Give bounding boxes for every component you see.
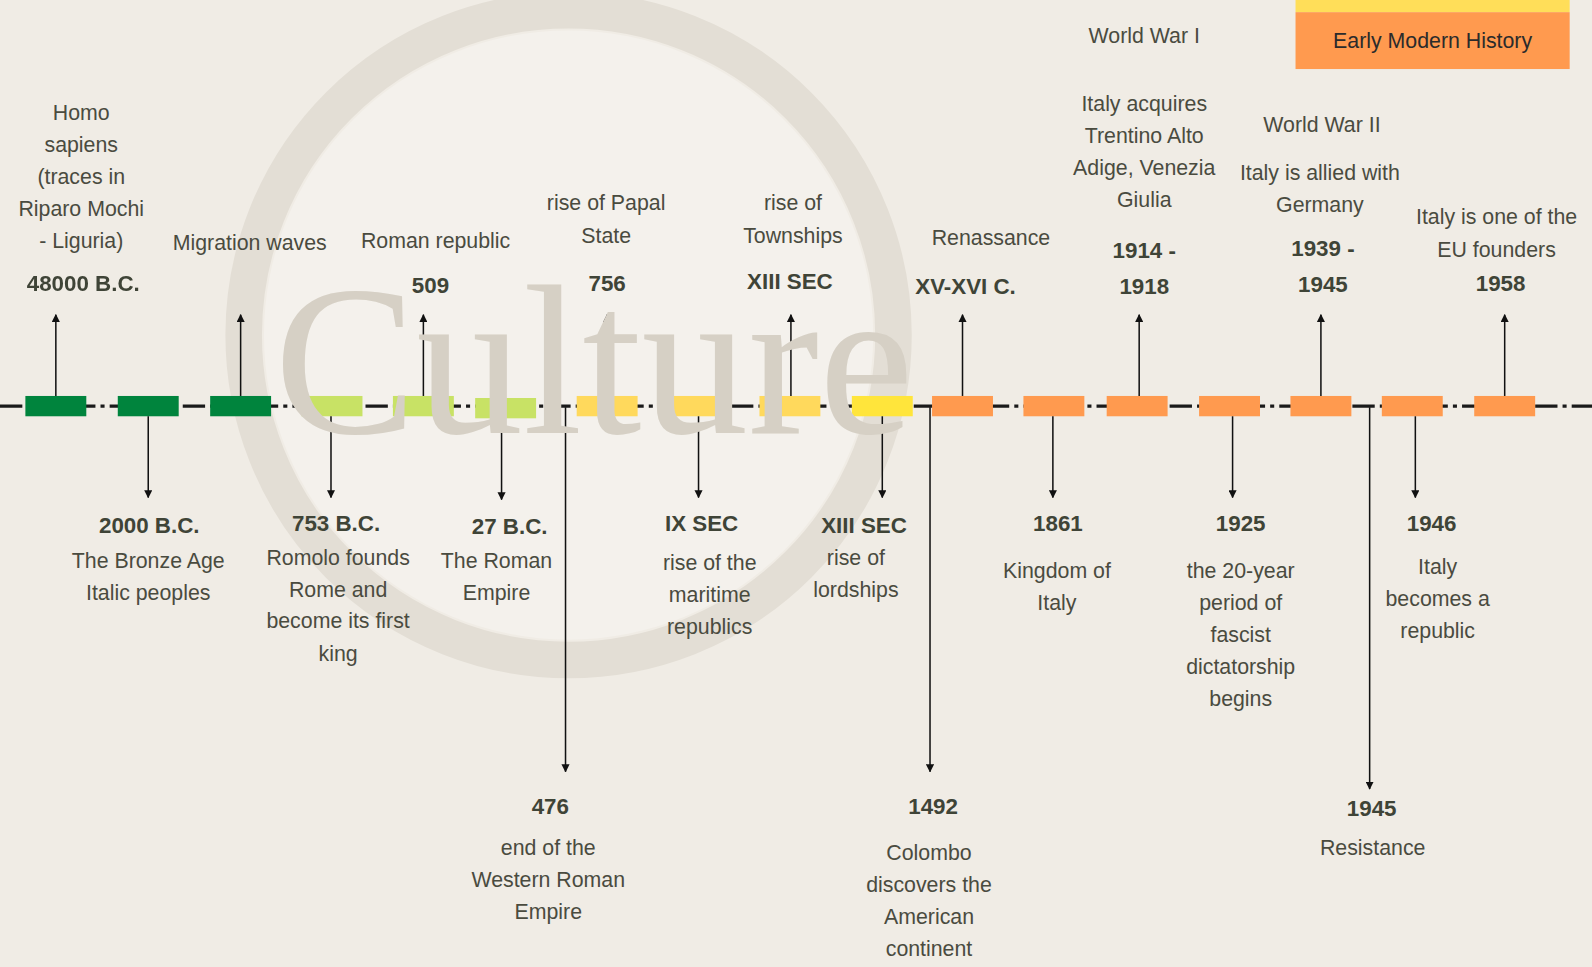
event-text: Romolo founds Rome and become its first … (257, 541, 419, 669)
event-date: 753 B.C. (275, 506, 397, 543)
header-strip (1296, 0, 1570, 12)
leader-arrow (147, 416, 149, 497)
event-text: Roman republic (349, 224, 522, 256)
event-text: The Bronze Age Italic peoples (57, 544, 240, 608)
era-segment (1199, 396, 1260, 416)
era-segment (932, 396, 993, 416)
event-date: 1492 (892, 789, 973, 826)
event-date: 48000 B.C. (0, 266, 175, 303)
event-date: 2000 B.C. (83, 508, 215, 545)
leader-arrow (1052, 416, 1054, 497)
event-text: Italy acquires Trentino Alto Adige, Vene… (1055, 87, 1233, 215)
watermark: Culture (274, 254, 914, 467)
event-text: World War I (1068, 19, 1220, 51)
long-leader-arrow (1369, 407, 1371, 789)
era-segment (25, 396, 86, 416)
event-text: Colombo discovers the American continent (853, 837, 1005, 965)
event-text: Resistance (1307, 832, 1439, 864)
era-segment (1290, 396, 1351, 416)
event-text: The Roman Empire (430, 544, 562, 608)
event-date: 27 B.C. (459, 509, 561, 546)
event-text: Italy is one of the EU founders (1413, 201, 1581, 265)
event-text: rise of Papal State (530, 187, 682, 251)
event-text: rise of lordships (805, 541, 907, 605)
event-text: Homo sapiens (traces in Riparo Mochi - L… (15, 96, 147, 256)
era-segment (210, 396, 271, 416)
event-text: rise of the maritime republics (654, 546, 766, 642)
era-segment (1382, 396, 1443, 416)
event-date: IX SEC (651, 506, 753, 543)
event-date: XV-XVI C. (900, 269, 1032, 306)
event-text: rise of Townships (727, 187, 859, 251)
leader-arrow (1504, 315, 1506, 396)
leader-arrow (1232, 416, 1234, 497)
event-text: Italy becomes a republic (1377, 550, 1499, 646)
event-date: 1861 (1017, 506, 1098, 543)
event-date: 1946 (1391, 506, 1472, 543)
era-segment (1107, 396, 1168, 416)
legend-swatch: Early Modern History (1296, 12, 1570, 69)
event-date: 476 (510, 789, 591, 826)
event-text: Kingdom of Italy (991, 554, 1123, 618)
leader-arrow (962, 315, 964, 396)
leader-arrow (1320, 315, 1322, 396)
event-date: 1925 (1200, 506, 1281, 543)
event-text: end of the Western Roman Empire (467, 832, 629, 928)
leader-arrow (240, 315, 242, 396)
event-date: 1945 (1331, 791, 1412, 828)
event-text: Renassance (925, 221, 1057, 253)
leader-arrow (1415, 416, 1417, 497)
leader-arrow (55, 315, 57, 396)
event-date: 1939 - 1945 (1282, 230, 1363, 303)
long-leader-arrow (929, 407, 931, 771)
event-date: XIII SEC (803, 508, 925, 545)
event-text: Italy is allied with Germany (1236, 156, 1404, 220)
era-segment (118, 396, 179, 416)
event-text: the 20-year period of fascist dictatorsh… (1175, 554, 1307, 714)
leader-arrow (1138, 315, 1140, 396)
event-date: 1914 - 1918 (1104, 233, 1185, 306)
era-segment (1474, 396, 1535, 416)
legend-text: Early Modern History (1333, 28, 1532, 52)
era-segment (1023, 396, 1084, 416)
event-date: 1958 (1460, 266, 1541, 303)
event-text: World War II (1246, 109, 1398, 141)
